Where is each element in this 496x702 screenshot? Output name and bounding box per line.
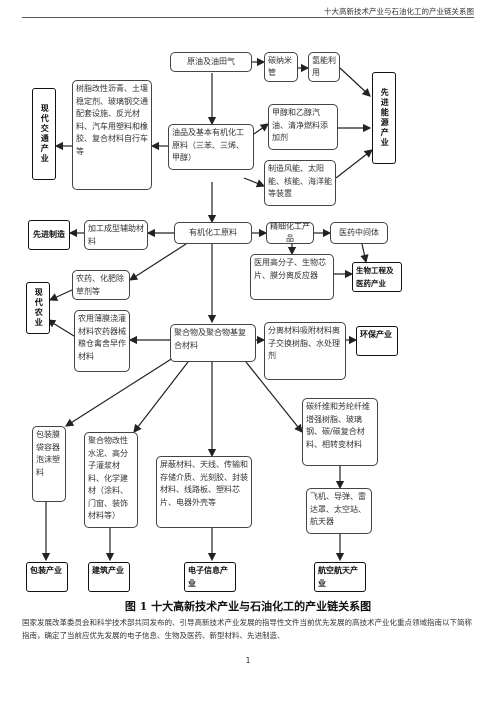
node-electronic-materials: 屏蔽材料、天线、传输和存储介质、光刻胶、封装材料、线路板、塑料芯片、电器外壳等 — [156, 456, 252, 528]
node-carbon-fiber: 碳纤维和芳纶纤维增强树脂、玻璃钢、碳/碳复合材料、相转变材料 — [302, 398, 378, 466]
industry-electronic: 电子信息产业 — [184, 562, 236, 592]
figure-caption: 图 1 十大高新技术产业与石油化工的产业链关系图 — [124, 600, 372, 613]
node-carbon-nanotube: 碳纳米管 — [264, 52, 298, 82]
node-separation-materials: 分离材料吸附材料离子交换树脂、水处理剂 — [264, 322, 346, 380]
node-organic-raw: 有机化工原料 — [174, 222, 252, 244]
node-energy-equipment: 制造风能、太阳能、核能、海洋能等装置 — [264, 160, 336, 206]
header-rule — [22, 17, 474, 18]
industry-transport-label: 现代交通产业 — [40, 104, 50, 164]
node-hydrogen: 氢能利用 — [308, 52, 340, 82]
industry-new-energy: 先进能源产业 — [372, 72, 396, 164]
industry-manufacturing: 先进制造 — [28, 220, 70, 250]
industry-building: 建筑产业 — [88, 562, 130, 592]
industry-aerospace: 航空航天产业 — [314, 562, 366, 592]
node-pharma-intermediate: 医药中间体 — [330, 222, 388, 244]
industry-bio-pharma: 生物工程及医药产业 — [352, 262, 402, 292]
node-polymer-composite: 聚合物及聚合物基复合材料 — [170, 324, 256, 362]
node-building-materials: 聚合物改性水泥、高分子灌浆材料、化学建材（涂料、门窗、装饰材料等） — [84, 432, 138, 528]
node-methanol-fuel: 甲醇和乙醇汽油、清净燃料添加剂 — [268, 104, 338, 150]
industry-environment: 环保产业 — [356, 326, 398, 356]
node-fine-chemicals: 精细化工产品 — [266, 222, 314, 244]
node-medical-polymer: 医用高分子、生物芯片、膜分离反应器 — [250, 254, 334, 300]
node-crude-oil: 原油及油田气 — [170, 52, 252, 72]
node-processing: 加工成型辅助材料 — [84, 220, 148, 250]
node-agri-film: 农用薄膜浇灌材料农药器械粮仓禽舍早作材料 — [74, 310, 130, 372]
node-packaging-materials: 包装膜袋容器泡沫塑料 — [32, 426, 66, 502]
industry-packaging: 包装产业 — [26, 562, 68, 592]
page-number: 1 — [245, 656, 251, 665]
node-basic-chemicals: 油品及基本有机化工原料（三苯、三烯、甲醇） — [168, 124, 254, 170]
industry-new-energy-label: 先进能源产业 — [380, 88, 390, 148]
industry-agriculture: 现代农业 — [26, 282, 50, 334]
node-aircraft: 飞机、导弹、雷达罩、太空站、航天器 — [306, 488, 372, 534]
industry-transport: 现代交通产业 — [32, 88, 56, 180]
node-pesticide: 农药、化肥除草剂等 — [72, 270, 130, 300]
node-resin-products: 树脂改性沥青、土壤稳定剂、玻璃钢交通配套设施、反光材料、汽车用塑料和橡胶、复合材… — [72, 80, 152, 190]
page-header: 十大高新技术产业与石油化工的产业链关系图 — [324, 7, 474, 16]
body-paragraph: 国家发展改革委员会和科学技术部共同发布的、引导高新技术产业发展的指导性文件当前优… — [22, 618, 472, 640]
industry-agriculture-label: 现代农业 — [34, 288, 44, 328]
